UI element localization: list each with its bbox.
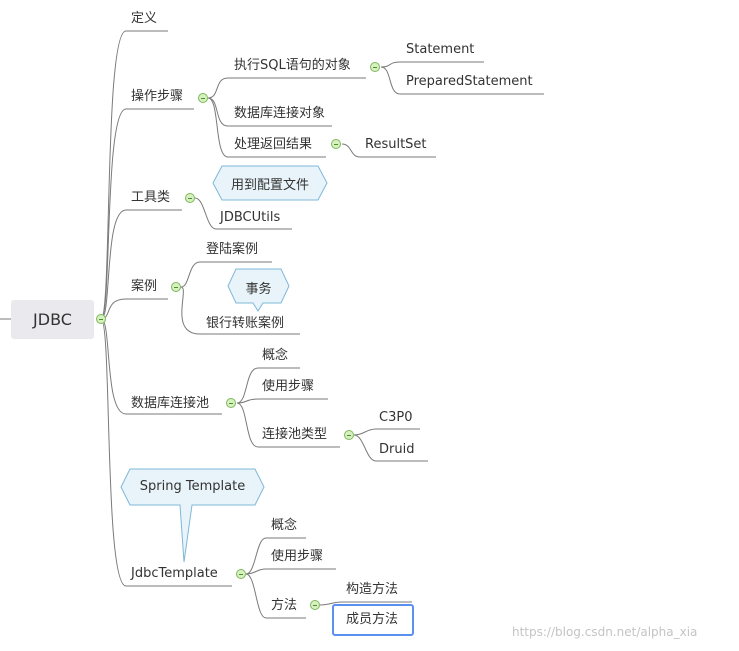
node-constructor[interactable]: 构造方法: [346, 582, 399, 597]
node-login-case[interactable]: 登陆案例: [206, 242, 259, 257]
connector-jdbctemplate: [100, 318, 232, 587]
node-druid[interactable]: Druid: [379, 442, 415, 457]
collapse-toggle-root-icon[interactable]: [96, 314, 106, 324]
callout-config-file-text: 用到配置文件: [230, 178, 309, 193]
collapse-toggle-handle-result-icon[interactable]: [331, 139, 341, 149]
node-jdbcutils[interactable]: JDBCUtils: [220, 210, 281, 225]
connector-exec-object: [207, 77, 366, 99]
node-c3p0[interactable]: C3P0: [379, 410, 413, 425]
root-node-jdbc[interactable]: JDBC: [11, 300, 94, 339]
node-pool-types[interactable]: 连接池类型: [262, 427, 328, 442]
connector-cases: [100, 298, 168, 320]
collapse-toggle-cases-icon[interactable]: [171, 282, 181, 292]
node-steps[interactable]: 操作步骤: [131, 89, 184, 104]
callout-spring-template: Spring Template: [120, 468, 265, 564]
connector-transfer: [180, 286, 300, 335]
collapse-toggle-steps-icon[interactable]: [198, 93, 208, 103]
node-utility[interactable]: 工具类: [131, 190, 171, 205]
connector-c3p0: [353, 428, 420, 436]
callout-config-file: 用到配置文件: [212, 165, 328, 201]
node-jt-usage[interactable]: 使用步骤: [271, 549, 324, 564]
node-member-selected[interactable]: 成员方法: [332, 604, 414, 636]
node-member: 成员方法: [346, 612, 399, 627]
node-jdbctemplate[interactable]: JdbcTemplate: [131, 566, 218, 581]
connector-jdbcutils: [194, 197, 292, 230]
collapse-toggle-exec-object-icon[interactable]: [370, 62, 380, 72]
connector-pool-concept: [236, 367, 300, 404]
node-jt-concept[interactable]: 概念: [271, 518, 298, 533]
node-transfer-case[interactable]: 银行转账案例: [206, 316, 285, 331]
connector-steps: [100, 108, 194, 320]
root-node-label: JDBC: [33, 310, 72, 329]
connector-pool-types: [236, 402, 340, 448]
connector-pool-usage: [236, 398, 328, 404]
collapse-toggle-utility-icon[interactable]: [185, 193, 195, 203]
connector-jt-usage: [245, 568, 336, 575]
node-connection-object[interactable]: 数据库连接对象: [234, 106, 326, 121]
connector-jt-concept: [245, 537, 306, 575]
node-exec-object[interactable]: 执行SQL语句的对象: [234, 58, 351, 73]
connector-login: [180, 261, 272, 288]
node-pool-usage[interactable]: 使用步骤: [262, 379, 315, 394]
node-prepared-statement[interactable]: PreparedStatement: [406, 74, 533, 89]
connector-pool: [100, 318, 222, 415]
collapse-toggle-jdbctemplate-icon[interactable]: [236, 569, 246, 579]
callout-transaction: 事务: [227, 268, 290, 312]
watermark: https://blog.csdn.net/alpha_xia: [512, 625, 698, 639]
node-handle-result[interactable]: 处理返回结果: [234, 137, 313, 152]
connector-statement: [380, 61, 484, 68]
collapse-toggle-methods-icon[interactable]: [310, 600, 320, 610]
connector-handle-result: [207, 97, 326, 158]
callout-transaction-text: 事务: [245, 282, 272, 297]
node-definition[interactable]: 定义: [131, 11, 158, 26]
collapse-toggle-pool-types-icon[interactable]: [344, 430, 354, 440]
node-jt-methods[interactable]: 方法: [271, 598, 298, 613]
connector-prepared-statement: [380, 66, 544, 95]
node-pool[interactable]: 数据库连接池: [131, 396, 210, 411]
connector-jt-methods: [245, 573, 306, 619]
collapse-toggle-pool-icon[interactable]: [226, 398, 236, 408]
node-pool-concept[interactable]: 概念: [262, 348, 289, 363]
connector-druid: [353, 434, 428, 462]
node-result-set[interactable]: ResultSet: [365, 137, 427, 152]
callout-spring-template-text: Spring Template: [139, 479, 246, 494]
connector-definition: [100, 30, 168, 320]
connector-result-set: [341, 143, 436, 158]
node-cases[interactable]: 案例: [131, 279, 158, 294]
connector-constructor: [319, 601, 412, 606]
node-statement[interactable]: Statement: [406, 42, 475, 57]
